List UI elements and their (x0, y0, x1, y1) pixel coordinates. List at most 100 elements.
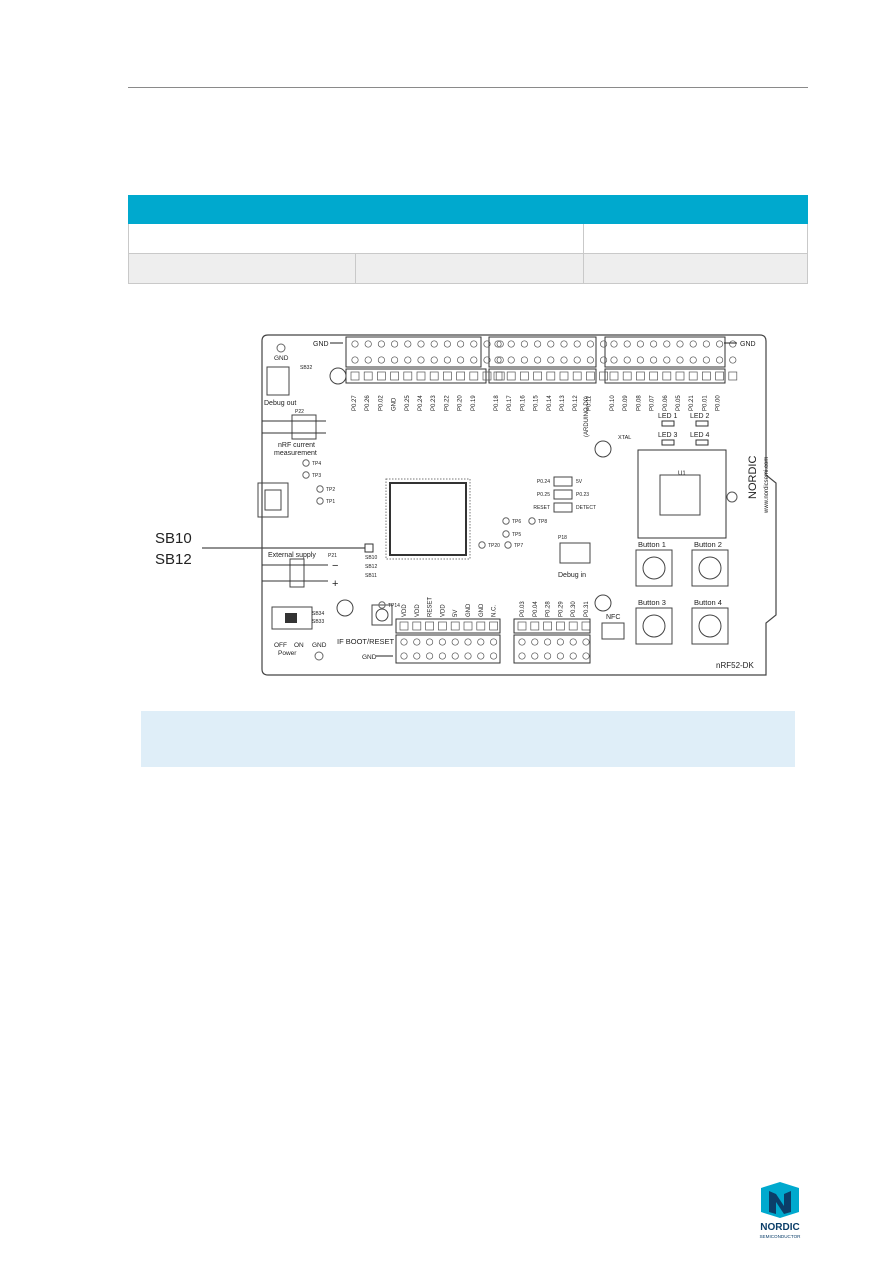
header-hole (586, 340, 594, 348)
header-hole (400, 638, 408, 646)
p22-jumper (291, 414, 317, 440)
mid-header-label: 5V (576, 479, 583, 485)
test-point-label: TP6 (512, 519, 521, 525)
header-hole (610, 340, 618, 348)
header-pin (688, 371, 698, 381)
header-hole (586, 356, 594, 364)
header-hole (676, 340, 684, 348)
xtal-label: XTAL (618, 435, 631, 441)
header-hole (464, 652, 472, 660)
header-pin (493, 371, 503, 381)
gnd-label-bottom-header: GND (362, 654, 377, 661)
board-name: nRF52-DK (716, 661, 754, 670)
header-hole (457, 356, 465, 364)
header-pin (662, 371, 672, 381)
header-hole (483, 356, 491, 364)
config-table (128, 195, 808, 284)
test-point (502, 517, 510, 525)
header-hole (438, 638, 446, 646)
header-hole (351, 340, 359, 348)
header-hole (377, 356, 385, 364)
pin-label: P0.28 (546, 601, 552, 617)
pin-label: P0.10 (610, 395, 616, 411)
pin-label: P0.06 (663, 395, 669, 411)
top-headers (345, 336, 726, 384)
if-boot-reset-button[interactable] (371, 604, 393, 626)
sb12-label: SB12 (365, 564, 377, 570)
pin-label: P0.03 (520, 601, 526, 617)
header-hole (426, 652, 434, 660)
header-hole (364, 356, 372, 364)
gnd-label-corner: GND (274, 355, 289, 362)
header-pin (438, 621, 447, 631)
test-point (528, 517, 536, 525)
mid-header-pins (553, 476, 573, 487)
header-hole (569, 652, 577, 660)
power-switch[interactable] (271, 606, 313, 630)
header-hole (518, 652, 526, 660)
plus-sign: + (332, 578, 338, 590)
table-row (128, 223, 808, 254)
header-hole (689, 356, 697, 364)
mid-header-label: P0.24 (537, 479, 550, 485)
pin-label: P0.27 (352, 395, 358, 411)
header-hole (507, 340, 515, 348)
mid-header-pins (553, 502, 573, 513)
header-hole (702, 340, 710, 348)
button3[interactable] (635, 607, 673, 645)
gnd-label-top-left: GND (313, 341, 329, 348)
pin-label: P0.04 (533, 601, 539, 617)
header-pin (599, 371, 608, 381)
header-pin (556, 621, 565, 631)
header-pin (390, 371, 399, 381)
header-hole (413, 652, 421, 660)
button1[interactable] (635, 549, 673, 587)
header-hole (544, 652, 552, 660)
if-boot-reset-label: IF BOOT/RESET (337, 637, 395, 646)
header-hole (490, 652, 498, 660)
header-hole (650, 340, 658, 348)
test-point (302, 459, 310, 467)
header-pin (517, 621, 527, 631)
table-cell (128, 223, 584, 254)
header-hole (496, 356, 504, 364)
header-hole (391, 340, 399, 348)
header-hole (417, 356, 425, 364)
header-pin (506, 371, 516, 381)
nfc-connector (601, 622, 625, 640)
mcu-chip (389, 482, 467, 556)
header-hole (623, 356, 631, 364)
header-hole (364, 340, 372, 348)
header-pin (476, 621, 486, 631)
header-pin (586, 371, 595, 381)
sb33-label: SB33 (312, 619, 324, 625)
header-pin (649, 371, 658, 381)
header-hole (404, 340, 412, 348)
pin-label: P0.23 (431, 395, 437, 411)
header-hole (507, 356, 515, 364)
arduino-d0-label: (ARDUINO D0) (584, 396, 590, 437)
sb34-label: SB34 (312, 611, 324, 617)
external-supply-label: External supply (268, 552, 316, 559)
header-hole (729, 356, 737, 364)
header-hole (457, 340, 465, 348)
pin-label: VDD (415, 604, 421, 617)
button1-label: Button 1 (638, 540, 666, 549)
test-point-label: TP3 (312, 473, 321, 479)
header-hole (636, 356, 644, 364)
pin-label: VDD (402, 604, 408, 617)
header-pin (429, 371, 439, 381)
led2-label: LED 2 (690, 413, 710, 420)
off-label: OFF (274, 642, 287, 649)
pin-label: P0.29 (558, 601, 564, 617)
led1-label: LED 1 (658, 413, 678, 420)
header-hole (689, 340, 697, 348)
header-hole (426, 638, 434, 646)
mid-header-label: DETECT (576, 505, 596, 511)
button2[interactable] (691, 549, 729, 587)
header-pin (568, 621, 578, 631)
pin-label: RESET (428, 597, 434, 617)
mid-header-label: P0.23 (576, 492, 589, 498)
header-pin (363, 371, 373, 381)
button4[interactable] (691, 607, 729, 645)
